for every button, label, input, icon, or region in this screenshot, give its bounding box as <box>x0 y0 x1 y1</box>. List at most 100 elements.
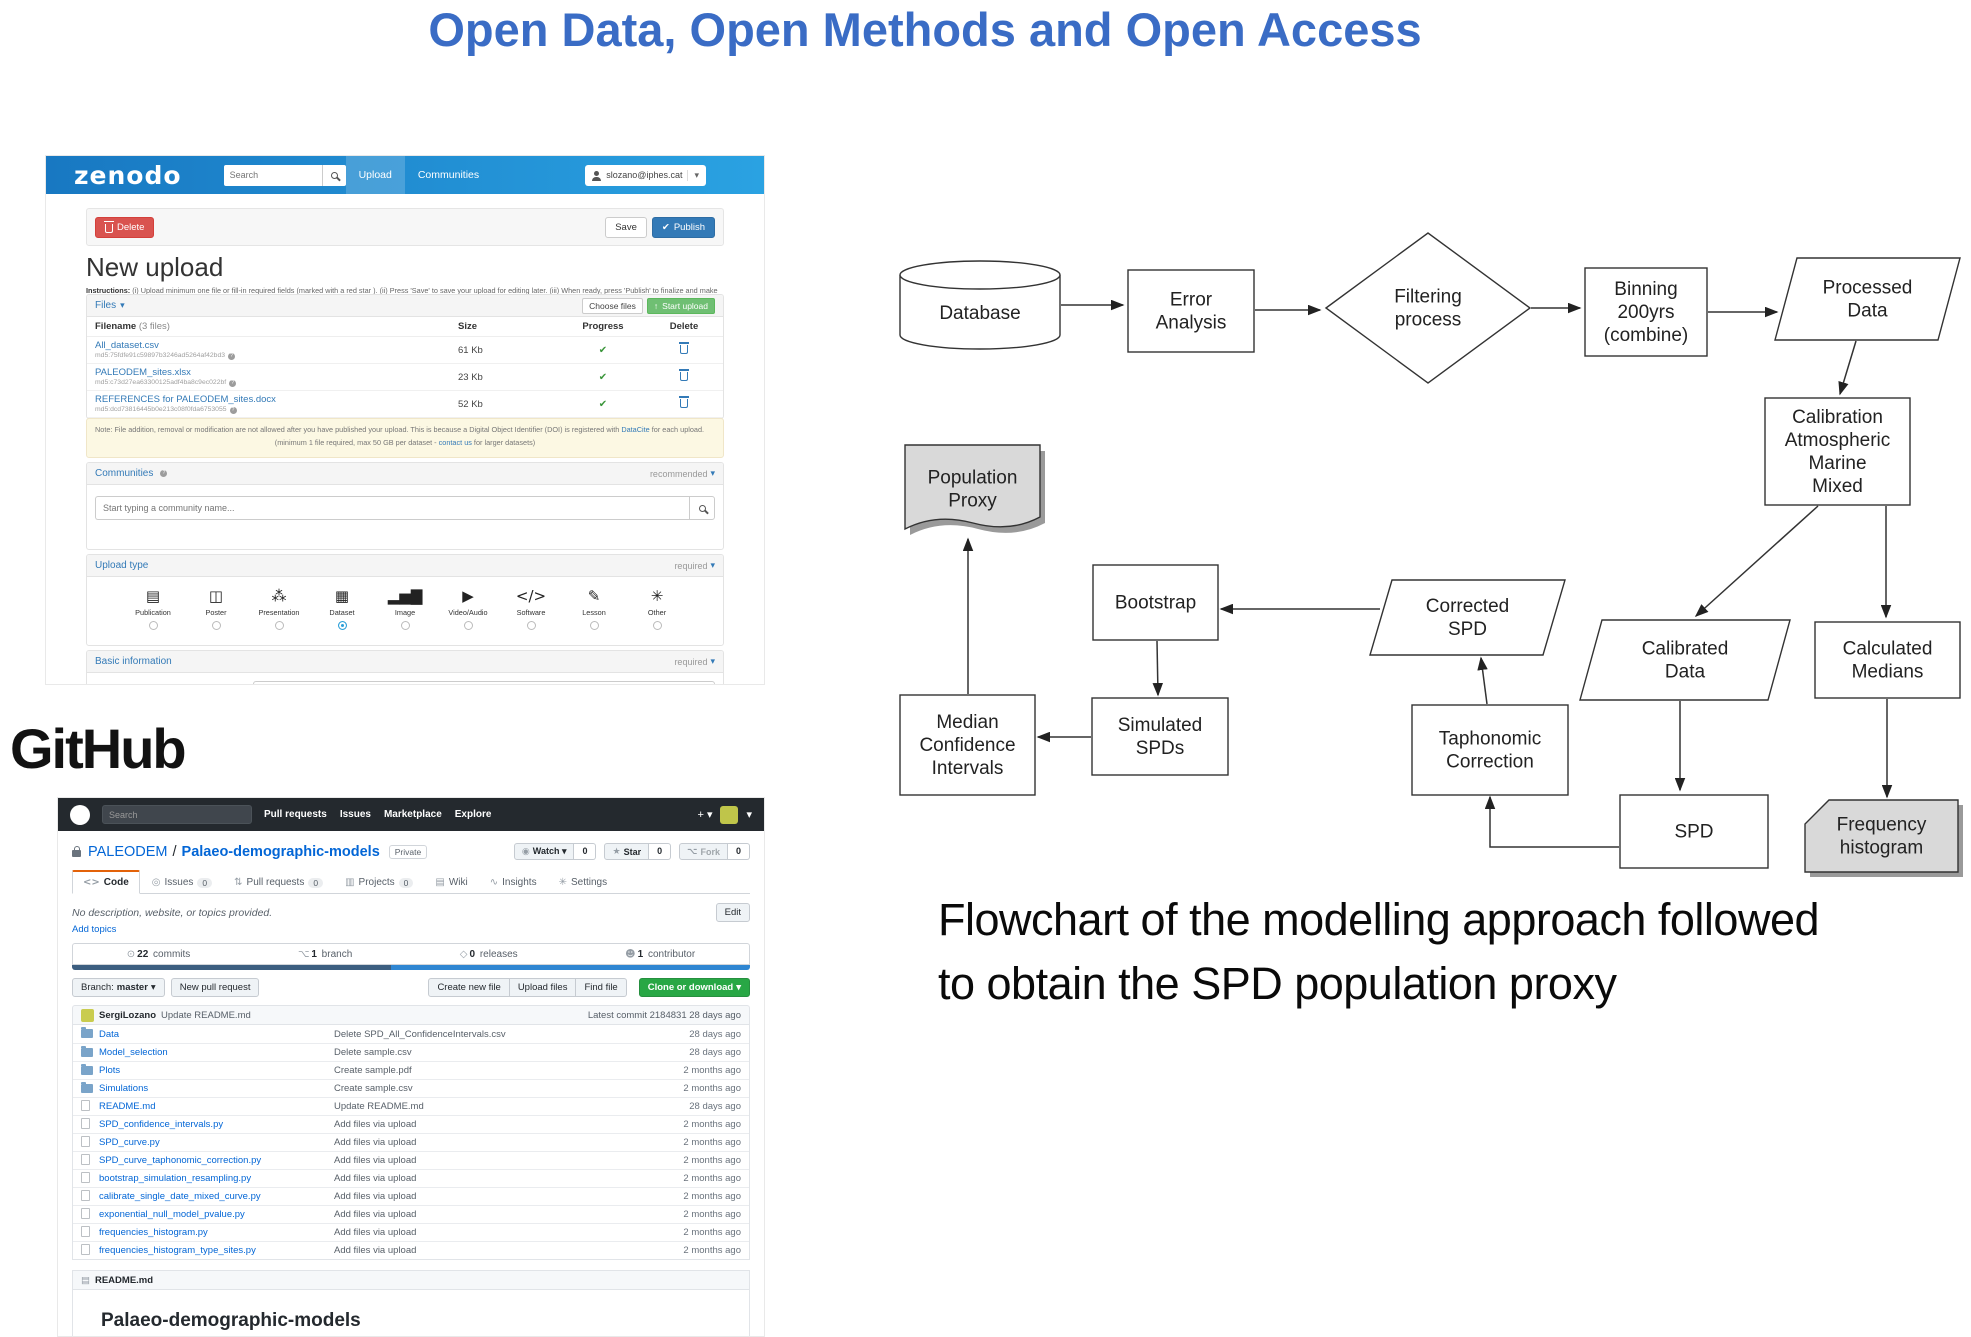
avatar[interactable] <box>720 805 739 824</box>
file-link[interactable]: SPD_confidence_intervals.py <box>99 1119 224 1130</box>
commit-message-link[interactable]: Add files via upload <box>334 1209 417 1220</box>
zenodo-nav-communities[interactable]: Communities <box>417 169 480 181</box>
help-icon[interactable]: ? <box>160 470 168 477</box>
commit-message-link[interactable]: Add files via upload <box>334 1173 417 1184</box>
file-link[interactable]: PALEODEM_sites.xlsx <box>95 367 191 378</box>
chevron-down-icon[interactable]: ▾ <box>710 560 715 570</box>
files-panel-title[interactable]: Files <box>95 300 117 311</box>
commit-message-link[interactable]: Add files via upload <box>334 1119 417 1130</box>
github-logo-icon[interactable] <box>70 804 90 825</box>
table-row[interactable]: calibrate_single_date_mixed_curve.py Add … <box>73 1187 749 1205</box>
publish-button[interactable]: ✔ Publish <box>651 216 715 238</box>
file-link[interactable]: SPD_curve_taphonomic_correction.py <box>99 1155 262 1166</box>
nav-pull-requests[interactable]: Pull requests <box>264 809 327 820</box>
file-link[interactable]: All_dataset.csv <box>95 340 159 351</box>
branch-selector[interactable]: Branch: master ▾ <box>72 978 165 997</box>
file-link[interactable]: Simulations <box>99 1083 149 1094</box>
upload-type-video-audio[interactable]: ▶Video/Audio <box>445 587 491 633</box>
file-link[interactable]: README.md <box>99 1101 156 1112</box>
start-upload-button[interactable]: ↑ Start upload <box>646 297 715 314</box>
table-row[interactable]: SPD_curve_taphonomic_correction.py Add fi… <box>73 1151 749 1169</box>
nav-marketplace[interactable]: Marketplace <box>383 809 442 820</box>
create-new-file-button[interactable]: Create new file <box>428 978 510 997</box>
upload-type-dataset[interactable]: ▦Dataset <box>319 587 365 633</box>
commit-message-link[interactable]: Create sample.csv <box>334 1083 413 1094</box>
radio-lesson[interactable] <box>589 621 599 630</box>
community-search-input[interactable] <box>95 496 689 520</box>
contact-us-link[interactable]: contact us <box>438 437 472 447</box>
repo-name-link[interactable]: Palaeo-demographic-models <box>181 843 380 860</box>
file-link[interactable]: calibrate_single_date_mixed_curve.py <box>99 1191 261 1202</box>
fork-button[interactable]: ⌥ Fork <box>679 843 728 860</box>
edit-button[interactable]: Edit <box>715 903 750 922</box>
doi-input[interactable] <box>253 681 715 684</box>
watch-count[interactable]: 0 <box>574 843 597 860</box>
file-link[interactable]: exponential_null_model_pvalue.py <box>99 1209 245 1220</box>
upload-type-image[interactable]: ▂▅▇Image <box>382 587 428 633</box>
file-link[interactable]: REFERENCES for PALEODEM_sites.docx <box>95 394 276 405</box>
fork-count[interactable]: 0 <box>727 843 750 860</box>
datacite-link[interactable]: DataCite <box>621 425 650 434</box>
upload-type-lesson[interactable]: ✎Lesson <box>571 587 617 633</box>
commit-message-link[interactable]: Add files via upload <box>334 1191 417 1202</box>
commit-message-link[interactable]: Delete sample.csv <box>334 1047 412 1058</box>
tab-wiki[interactable]: ▤ Wiki <box>435 877 468 888</box>
radio-other[interactable] <box>652 621 662 630</box>
table-row[interactable]: frequencies_histogram.py Add files via up… <box>73 1223 749 1241</box>
radio-video-audio[interactable] <box>463 621 473 630</box>
commit-message-link[interactable]: Add files via upload <box>334 1245 417 1256</box>
upload-type-software[interactable]: </>Software <box>508 587 554 633</box>
radio-publication[interactable] <box>148 621 158 630</box>
file-link[interactable]: Plots <box>99 1065 121 1076</box>
chevron-down-icon[interactable]: ▾ <box>710 468 715 478</box>
file-link[interactable]: SPD_curve.py <box>99 1137 160 1148</box>
stat-commits[interactable]: ⊙22 commits <box>126 948 191 960</box>
chevron-down-icon[interactable]: ▾ <box>746 809 752 821</box>
search-icon[interactable] <box>689 496 715 520</box>
zenodo-logo[interactable]: zenodo <box>74 160 182 190</box>
avatar[interactable] <box>81 1008 94 1022</box>
stat-branch[interactable]: ⌥1 branch <box>297 948 353 960</box>
commit-message[interactable]: Update README.md <box>161 1009 251 1021</box>
table-row[interactable]: SPD_confidence_intervals.py Add files via… <box>73 1115 749 1133</box>
delete-button[interactable]: Delete <box>95 216 155 238</box>
radio-image[interactable] <box>400 621 410 630</box>
chevron-down-icon[interactable]: ▾ <box>687 169 699 181</box>
tab-insights[interactable]: ∿ Insights <box>489 877 537 888</box>
create-new-menu[interactable]: + ▾ <box>697 809 713 821</box>
new-pull-request-button[interactable]: New pull request <box>170 978 260 997</box>
star-count[interactable]: 0 <box>649 843 672 860</box>
chevron-down-icon[interactable]: ▾ <box>120 300 125 310</box>
commit-message-link[interactable]: Add files via upload <box>334 1155 417 1166</box>
zenodo-account-menu[interactable]: slozano@iphes.cat ▾ <box>585 164 706 186</box>
nav-issues[interactable]: Issues <box>339 809 371 820</box>
add-topics-link[interactable]: Add topics <box>72 924 117 935</box>
file-link[interactable]: frequencies_histogram.py <box>99 1227 208 1238</box>
file-link[interactable]: Model_selection <box>99 1047 168 1058</box>
chevron-down-icon[interactable]: ▾ <box>710 656 715 666</box>
commit-message-link[interactable]: Update README.md <box>334 1101 424 1112</box>
trash-icon[interactable] <box>679 342 689 354</box>
radio-dataset[interactable] <box>337 621 347 630</box>
watch-button[interactable]: ◉ Watch ▾ <box>513 843 575 860</box>
repo-owner-link[interactable]: PALEODEM <box>88 843 168 860</box>
zenodo-search-input[interactable] <box>223 164 322 186</box>
choose-files-button[interactable]: Choose files <box>582 297 643 314</box>
upload-files-button[interactable]: Upload files <box>509 978 577 997</box>
upload-type-publication[interactable]: ▤Publication <box>130 587 176 633</box>
upload-type-poster[interactable]: ◫Poster <box>193 587 239 633</box>
radio-software[interactable] <box>526 621 536 630</box>
commit-message-link[interactable]: Add files via upload <box>334 1227 417 1238</box>
clone-or-download-button[interactable]: Clone or download ▾ <box>638 978 750 997</box>
